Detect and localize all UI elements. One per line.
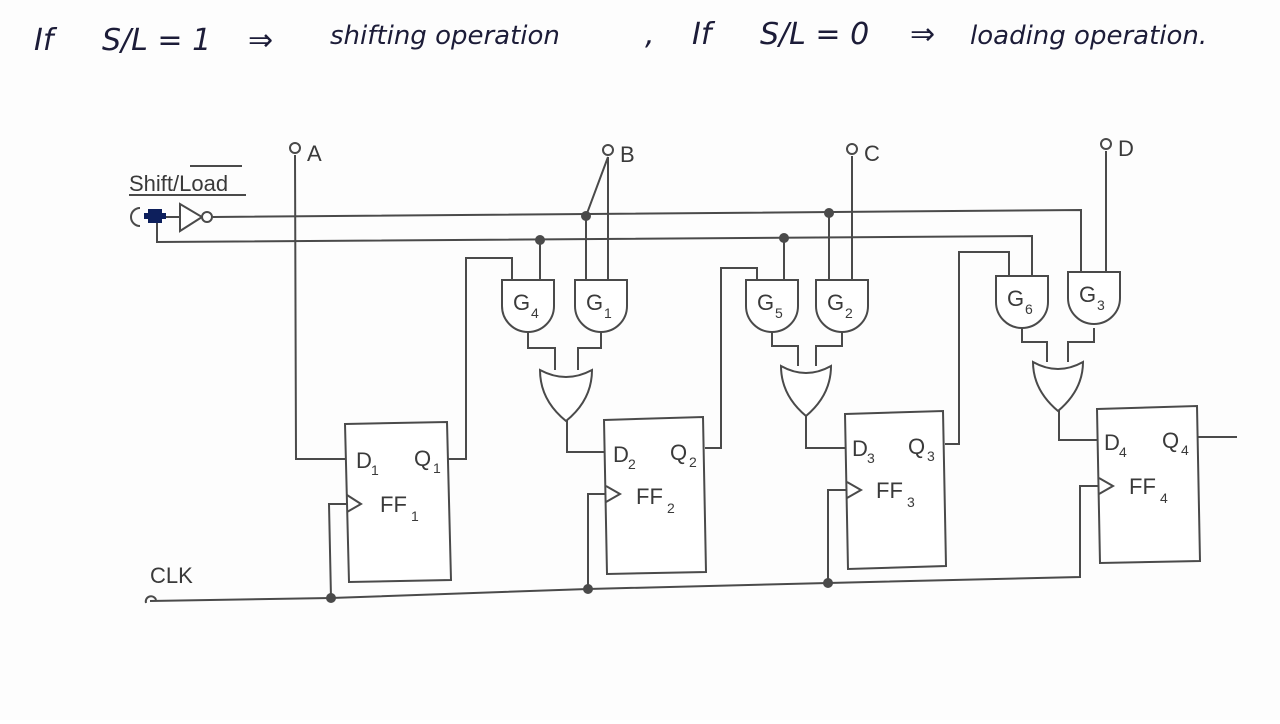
input-label-c: C — [864, 141, 880, 166]
svg-text:Q: Q — [1162, 428, 1179, 453]
svg-text:FF: FF — [380, 492, 407, 517]
terminal-c — [846, 143, 858, 155]
or-gate-3 — [1031, 360, 1085, 413]
note-condition-load: S/L = 0 — [760, 17, 869, 52]
and-gate-g6: G 6 — [995, 275, 1049, 329]
svg-text:2: 2 — [689, 454, 697, 470]
svg-text:4: 4 — [531, 305, 539, 321]
note-arrow-2: ⇒ — [910, 17, 935, 52]
svg-text:1: 1 — [411, 508, 419, 524]
svg-text:G: G — [827, 290, 844, 315]
and-gate-g2: G 2 — [815, 279, 869, 333]
or-gate-2 — [779, 364, 833, 418]
svg-text:Q: Q — [670, 440, 687, 465]
svg-text:Q: Q — [414, 446, 431, 471]
svg-text:G: G — [1079, 282, 1096, 307]
svg-text:4: 4 — [1160, 490, 1168, 506]
svg-text:FF: FF — [876, 478, 903, 503]
control-terminal — [130, 207, 141, 227]
svg-text:D: D — [1104, 430, 1120, 455]
svg-text:G: G — [513, 290, 530, 315]
shift-load-label: Shift/Load — [129, 171, 228, 196]
inverter-bubble — [201, 211, 213, 223]
svg-text:2: 2 — [667, 500, 675, 516]
wires — [149, 151, 1237, 602]
note-shifting-operation: shifting operation — [330, 21, 560, 51]
svg-text:1: 1 — [433, 460, 441, 476]
svg-text:5: 5 — [775, 305, 783, 321]
note-comma: , — [645, 17, 655, 52]
or-gate-1 — [538, 368, 594, 423]
terminal-d — [1100, 138, 1112, 150]
note-condition-shift: S/L = 1 — [102, 23, 211, 58]
svg-text:4: 4 — [1119, 444, 1127, 460]
and-gate-g4: G 4 — [501, 279, 555, 333]
svg-text:3: 3 — [867, 450, 875, 466]
input-label-d: D — [1118, 136, 1134, 161]
svg-text:6: 6 — [1025, 301, 1033, 317]
input-terminals: A B C D — [289, 136, 1134, 167]
inverter-icon — [179, 202, 204, 233]
svg-text:3: 3 — [907, 494, 915, 510]
svg-text:3: 3 — [927, 448, 935, 464]
svg-text:FF: FF — [636, 484, 663, 509]
terminal-b — [602, 144, 614, 156]
svg-text:D: D — [852, 436, 868, 461]
note-if-2: If — [692, 17, 716, 52]
svg-text:G: G — [586, 290, 603, 315]
flip-flops: D 1 Q 1 FF 1 D 2 Q 2 FF 2 D 3 Q 3 FF 3 — [343, 404, 1202, 584]
svg-text:D: D — [613, 442, 629, 467]
svg-text:2: 2 — [845, 305, 853, 321]
svg-text:4: 4 — [1181, 442, 1189, 458]
flip-flop-ff2: D 2 Q 2 FF 2 — [602, 415, 708, 576]
svg-text:G: G — [1007, 286, 1024, 311]
input-label-a: A — [307, 141, 322, 166]
svg-text:D: D — [356, 448, 372, 473]
and-gates: G 4 G 1 G 5 G 2 G 6 G 3 — [501, 271, 1121, 333]
clk-label: CLK — [150, 563, 193, 588]
note-arrow-1: ⇒ — [248, 23, 273, 58]
clock-input: CLK — [144, 563, 193, 604]
terminal-a — [289, 142, 301, 154]
junctions — [326, 208, 834, 603]
and-gate-g3: G 3 — [1067, 271, 1121, 325]
svg-text:1: 1 — [604, 305, 612, 321]
note-loading-operation: loading operation. — [970, 21, 1207, 51]
and-gate-g5: G 5 — [745, 279, 799, 333]
svg-text:G: G — [757, 290, 774, 315]
flip-flop-ff4: D 4 Q 4 FF 4 — [1095, 404, 1202, 565]
handwritten-notes: If S/L = 1 ⇒ shifting operation , If S/L… — [34, 17, 1207, 58]
svg-text:3: 3 — [1097, 297, 1105, 313]
and-gate-g1: G 1 — [574, 279, 628, 333]
input-label-b: B — [620, 142, 635, 167]
svg-text:2: 2 — [628, 456, 636, 472]
note-if-1: If — [34, 23, 58, 58]
flip-flop-ff3: D 3 Q 3 FF 3 — [843, 409, 948, 571]
svg-text:Q: Q — [908, 434, 925, 459]
control-input: Shift/Load — [129, 165, 246, 233]
svg-text:FF: FF — [1129, 474, 1156, 499]
or-gates — [538, 360, 1085, 423]
svg-text:1: 1 — [371, 462, 379, 478]
flip-flop-ff1: D 1 Q 1 FF 1 — [343, 420, 453, 584]
